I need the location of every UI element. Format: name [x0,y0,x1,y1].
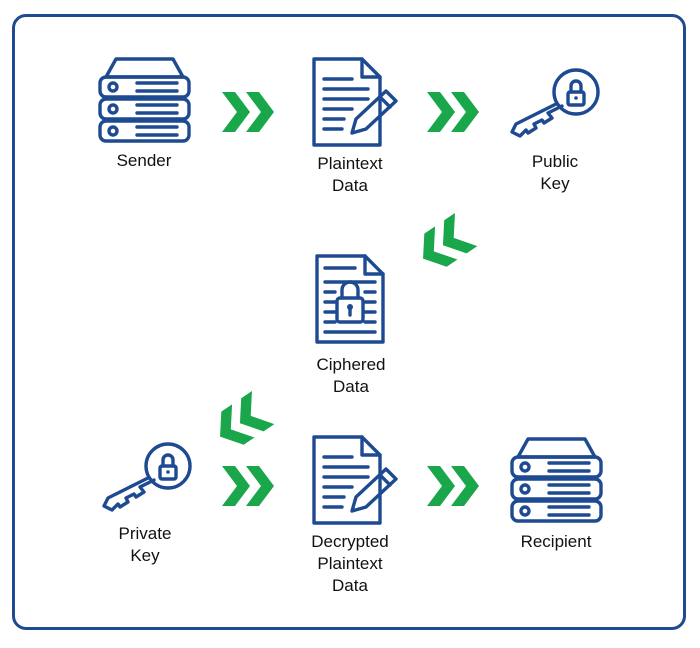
recipient-label: Recipient [520,532,592,551]
double-chevron-right-icon [427,466,479,506]
key-lock-icon [510,68,600,138]
public-key-label: Public Key [531,152,579,193]
document-edit-icon [312,435,398,525]
double-chevron-right-icon [427,92,479,132]
private-key-label: Private Key [118,524,172,565]
document-lock-icon [315,254,385,344]
double-chevron-down-left-icon [220,390,275,445]
sender-label: Sender [116,151,172,170]
server-icon [98,57,191,143]
double-chevron-down-left-icon [423,212,478,267]
plaintext-label: Plaintext Data [317,154,383,195]
document-edit-icon [312,57,398,147]
diagram-frame [12,14,686,630]
decrypted-label: Decrypted Plaintext Data [311,532,389,595]
double-chevron-right-icon [222,466,274,506]
ciphered-label: Ciphered Data [316,355,386,396]
double-chevron-right-icon [222,92,274,132]
server-icon [510,437,603,523]
key-lock-icon [102,442,192,512]
